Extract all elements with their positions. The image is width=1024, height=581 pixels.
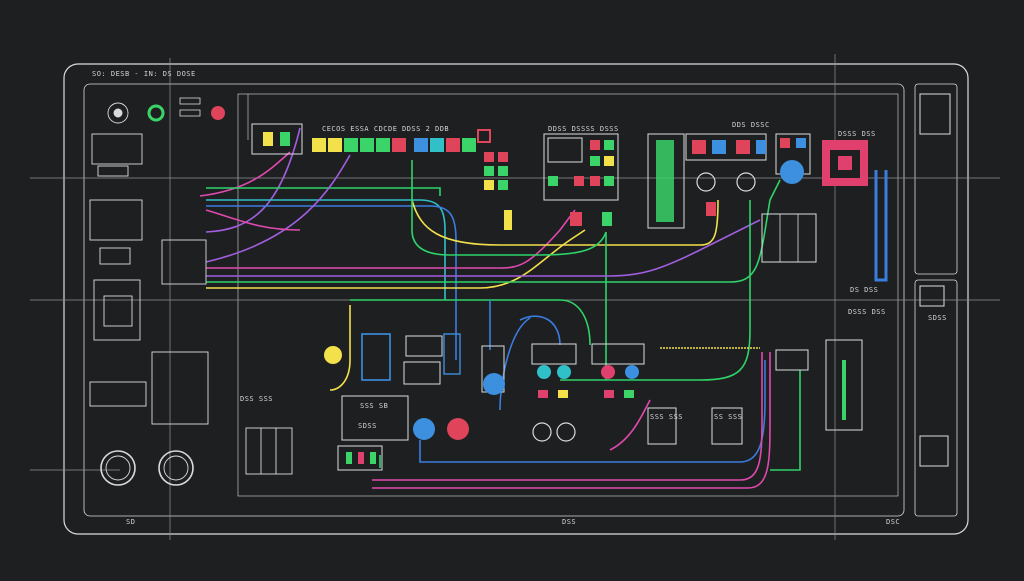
led-blue-mid xyxy=(483,373,505,395)
wire-pink-2 xyxy=(206,209,576,269)
wire-green-8 xyxy=(770,370,801,471)
wire-purple-2 xyxy=(205,154,351,263)
wire-green-5 xyxy=(560,200,751,381)
led-yellow-mid xyxy=(324,346,342,364)
wire-yellow-1 xyxy=(206,229,586,289)
connector-ring-left xyxy=(100,450,136,486)
wire-cyan-1 xyxy=(206,199,446,300)
top-right-label: DDS DSSC xyxy=(732,121,770,129)
wire-purple-3 xyxy=(206,219,761,277)
box-left-bottom-label: DSS SSS xyxy=(240,395,274,403)
transistor-groups xyxy=(531,343,743,445)
wire-pink-5 xyxy=(609,399,651,451)
top-connector-strip xyxy=(312,129,512,230)
knob-2 xyxy=(736,172,756,192)
connector-ring-right xyxy=(158,450,194,486)
strip-label-a: CECOS ESSA CDCDE xyxy=(322,125,398,133)
wire-green-1 xyxy=(206,187,441,196)
led-green-top xyxy=(147,104,165,122)
center-top-block xyxy=(543,133,619,226)
led-red-low xyxy=(447,418,469,440)
wire-pink-6 xyxy=(205,209,301,231)
wires xyxy=(199,127,888,489)
wire-green-6 xyxy=(350,299,591,346)
mid-right-tag: DS DSS xyxy=(850,286,879,294)
box-center-small: SSS SSS xyxy=(650,413,684,421)
wire-blue-3 xyxy=(519,315,561,346)
led-blue-low xyxy=(413,418,435,440)
power-jack xyxy=(107,102,129,124)
tall-ic xyxy=(647,133,811,229)
relay-box-label: SSS SB xyxy=(360,402,389,410)
wire-yellow-3 xyxy=(329,305,351,391)
strip-label-b: DDSS 2 DDB xyxy=(402,125,450,133)
middle-components xyxy=(324,333,505,471)
wire-yellow-2 xyxy=(411,199,719,246)
pink-module xyxy=(761,140,868,263)
side-tag: SDSS xyxy=(928,314,947,322)
wire-blue-4 xyxy=(419,360,766,463)
box-left-bottom-label-2: SDSS xyxy=(358,422,377,430)
bottom-right-label: DSC xyxy=(886,518,901,526)
right-tag: DSSS DSS xyxy=(838,130,876,138)
wire-pink-3 xyxy=(372,352,763,481)
guide-lines xyxy=(30,54,1000,540)
led-red-top xyxy=(211,106,225,120)
knob-1 xyxy=(696,172,716,192)
top-indicators xyxy=(147,97,303,155)
wire-blue-5 xyxy=(499,317,531,411)
bottom-center-label: DSS xyxy=(562,518,577,526)
wire-blue-1 xyxy=(206,205,457,360)
strip-label-c: DDSS DSSSS DSSS xyxy=(548,125,619,133)
wire-pink-4 xyxy=(372,352,771,489)
mid-right-tag-2: DSSS DSS xyxy=(848,308,886,316)
wire-green-2 xyxy=(411,160,607,256)
diagram-header: SO: DESB - IN: DS DOSE xyxy=(92,70,196,78)
wire-green-4 xyxy=(206,179,781,283)
left-components xyxy=(89,102,293,486)
frame xyxy=(63,63,969,535)
wire-blue-6 xyxy=(874,170,888,282)
box-center-small-2: SS SSS xyxy=(714,413,743,421)
wire-pink-1 xyxy=(199,151,291,197)
right-side xyxy=(775,93,951,467)
bottom-left-label: SD xyxy=(126,518,136,526)
